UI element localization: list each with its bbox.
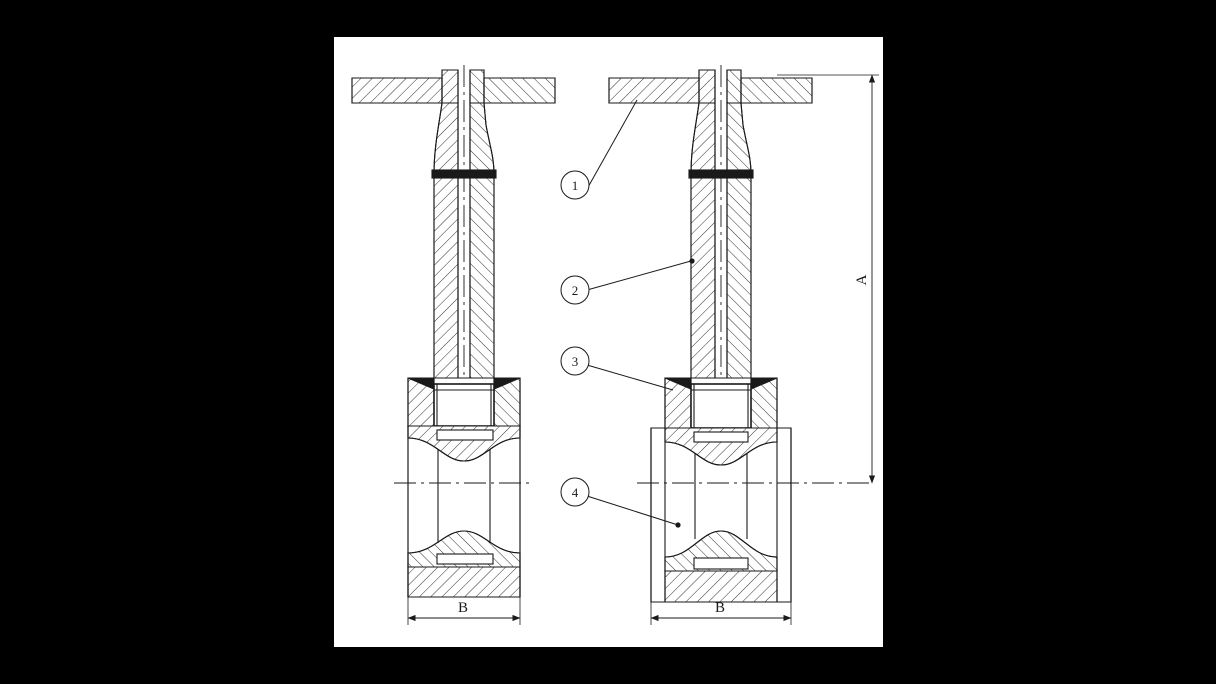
dimension-a-label: A	[854, 274, 870, 285]
technical-drawing-svg: 1 2 3 4 A B B	[351, 65, 879, 625]
balloon-3-label: 3	[572, 354, 579, 369]
left-view	[351, 65, 556, 625]
bonnet-taper-right	[690, 102, 752, 175]
valve-body-right	[650, 377, 792, 603]
leader-3	[586, 364, 674, 391]
balloon-4-circle	[560, 477, 590, 507]
balloon-1-circle	[560, 170, 590, 200]
dimension-b-left-label: B	[458, 600, 468, 616]
balloon-2-label: 2	[572, 283, 579, 298]
balloon-4-label: 4	[572, 485, 579, 500]
valve-body-left	[407, 377, 521, 598]
balloon-2-circle	[560, 275, 590, 305]
leader2-pick-point	[689, 258, 695, 264]
leader-4	[586, 495, 679, 526]
drawing-sheet: 1 2 3 4 A B B	[334, 37, 883, 647]
right-view	[608, 65, 872, 625]
annotation-text: 1 2 3 4 A B B	[458, 178, 870, 616]
balloon-3-circle	[560, 346, 590, 376]
bonnet-taper-left	[433, 102, 495, 175]
balloon-group	[560, 99, 692, 526]
dimension-b-right	[650, 602, 792, 625]
dimension-a	[777, 74, 879, 484]
dimension-b-left	[407, 597, 521, 625]
balloon-1-label: 1	[572, 178, 579, 193]
dimension-b-right-label: B	[715, 600, 725, 616]
leader-1	[586, 99, 638, 190]
leader-2	[586, 260, 692, 291]
handle-flange-left	[351, 69, 556, 104]
